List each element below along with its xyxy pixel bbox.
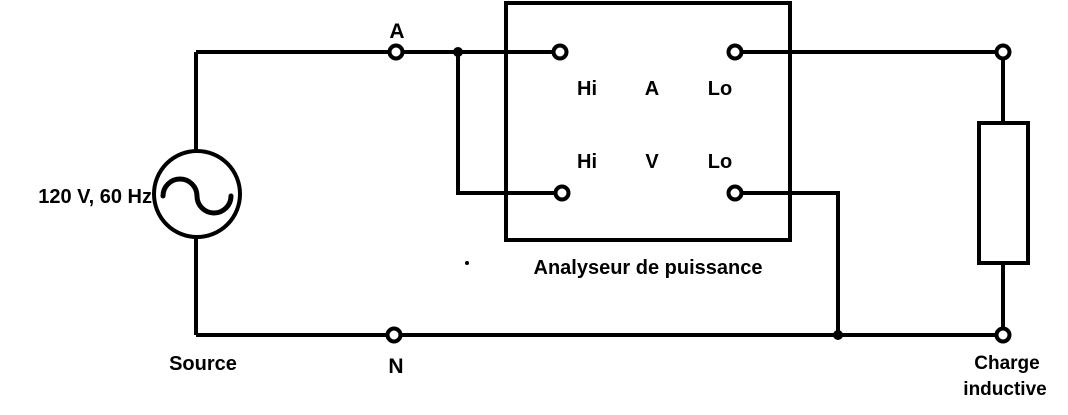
terminal-lo-a <box>726 43 744 61</box>
analyzer-box <box>504 1 792 242</box>
junction-dot-neutral <box>833 330 843 340</box>
source-rating-label: 120 V, 60 Hz <box>38 186 152 208</box>
stray-dot <box>465 261 469 265</box>
junction-dot-line <box>453 47 463 57</box>
analyzer-voltage-lo-label: Lo <box>708 151 732 173</box>
load-resistor-body <box>977 121 1030 265</box>
analyzer-voltage-unit-label: V <box>645 151 659 173</box>
load-label-line1: Charge <box>974 353 1039 374</box>
terminal-a <box>387 43 405 61</box>
label-terminal-a: A <box>389 20 404 43</box>
analyzer-current-hi-label: Hi <box>577 78 597 100</box>
label-terminal-n: N <box>388 355 403 378</box>
analyzer-title: Analyseur de puissance <box>534 257 763 279</box>
voltage-return-wire <box>735 191 840 335</box>
terminal-lo-v <box>726 184 744 202</box>
load-label-line2: inductive <box>963 379 1046 400</box>
sine-wave-icon <box>160 176 234 216</box>
analyzer-current-unit-label: A <box>645 78 659 100</box>
terminal-hi-a <box>551 43 569 61</box>
terminal-n <box>385 326 403 344</box>
analyzer-voltage-hi-label: Hi <box>577 151 597 173</box>
voltage-tap-wire <box>456 52 562 195</box>
terminal-hi-v <box>553 184 571 202</box>
terminal-load-top <box>994 43 1012 61</box>
source-label: Source <box>169 353 237 375</box>
analyzer-current-lo-label: Lo <box>708 78 732 100</box>
terminal-load-bottom <box>994 326 1012 344</box>
